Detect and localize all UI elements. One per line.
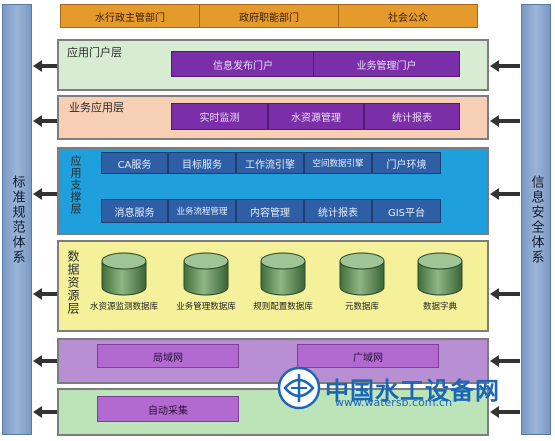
database-label: 数据字典 [422, 302, 457, 312]
spatial-engine-box: 空间数据引擎 [304, 152, 372, 174]
arrow-left-icon [490, 60, 520, 72]
stats-report-box: 统计报表 [364, 103, 460, 130]
lan-box: 局域网 [97, 344, 239, 368]
arrow-left-icon [33, 188, 57, 200]
message-service-box: 消息服务 [101, 199, 168, 223]
database-label: 元数据库 [344, 302, 379, 312]
collection-layer: 自动采集 [57, 388, 489, 436]
portal-layer-title: 应用门户层 [67, 46, 122, 59]
arrow-left-icon [33, 355, 57, 367]
portal-env-box: 门户环境 [372, 152, 441, 174]
standards-system-bar: 标准规范体系 [2, 4, 32, 435]
arrow-left-icon [490, 115, 520, 127]
watermark-logo: 中国水工设备网 [277, 366, 500, 410]
support-stats-box: 统计报表 [304, 199, 372, 223]
arrow-left-icon [33, 60, 57, 72]
user-public: 社会公众 [339, 5, 477, 27]
database-label: 业务管理数据库 [176, 302, 236, 312]
network-layer: 局域网 广域网 [57, 338, 489, 384]
support-layer-title: 应用支撑层 [69, 155, 82, 215]
arrow-left-icon [490, 355, 520, 367]
user-bar: 水行政主管部门 政府职能部门 社会公众 [60, 4, 478, 28]
workflow-engine-box: 工作流引擎 [236, 152, 304, 174]
arrow-left-icon [490, 288, 520, 300]
database-label: 规则配置数据库 [253, 302, 313, 312]
support-layer: 应用支撑层 CA服务 目标服务 工作流引擎 空间数据引擎 门户环境 消息服务 业… [57, 147, 489, 235]
portal-layer: 应用门户层 信息发布门户 业务管理门户 [57, 39, 489, 91]
security-system-label: 信息安全体系 [528, 174, 544, 265]
data-layer-title: 数据资源层 [66, 250, 80, 315]
process-mgmt-box: 业务流程管理 [168, 199, 236, 223]
arrow-left-icon [33, 115, 57, 127]
arrow-left-icon [490, 406, 520, 418]
database-icon: 数据字典 [412, 252, 468, 312]
arrow-left-icon [33, 288, 57, 300]
business-layer-title: 业务应用层 [69, 101, 124, 114]
arrow-left-icon [490, 188, 520, 200]
database-icon: 业务管理数据库 [176, 252, 236, 312]
gis-platform-box: GIS平台 [372, 199, 441, 223]
content-mgmt-box: 内容管理 [236, 199, 304, 223]
ca-service-box: CA服务 [101, 152, 168, 174]
database-icon: 水资源监测数据库 [90, 252, 158, 312]
auto-collect-box: 自动采集 [97, 396, 239, 422]
database-icon: 规则配置数据库 [253, 252, 313, 312]
database-label: 水资源监测数据库 [89, 302, 158, 312]
standards-system-label: 标准规范体系 [9, 174, 25, 265]
business-layer: 业务应用层 实时监测 水资源管理 统计报表 [57, 95, 489, 140]
watermark-url: www.watersb.com.cn [335, 396, 453, 409]
security-system-bar: 信息安全体系 [521, 4, 551, 435]
info-portal-box: 信息发布门户 [171, 51, 315, 77]
logo-icon [277, 366, 321, 410]
water-resource-box: 水资源管理 [268, 103, 364, 130]
watermark-name: 中国水工设备网 [325, 376, 500, 405]
database-icon: 元数据库 [334, 252, 390, 312]
user-government: 政府职能部门 [200, 5, 339, 27]
business-portal-box: 业务管理门户 [313, 51, 460, 77]
target-service-box: 目标服务 [168, 152, 236, 174]
arrow-left-icon [33, 406, 57, 418]
user-water-admin: 水行政主管部门 [61, 5, 200, 27]
realtime-monitor-box: 实时监测 [171, 103, 268, 130]
wan-box: 广域网 [297, 344, 439, 368]
